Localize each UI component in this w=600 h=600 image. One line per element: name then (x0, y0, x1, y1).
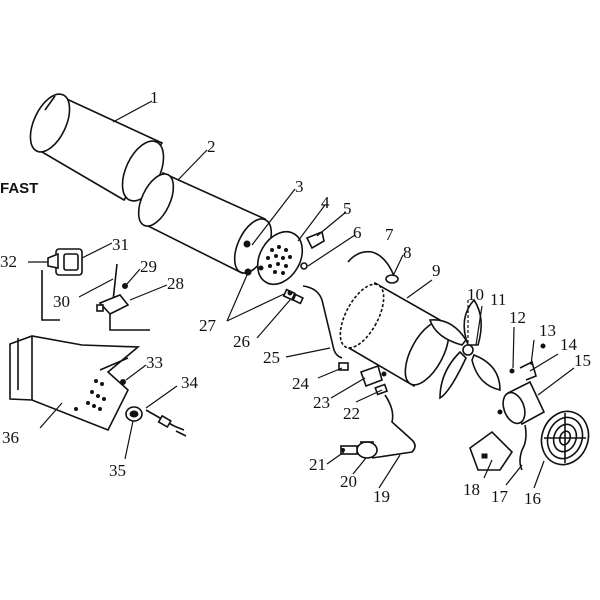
side-label: FAST (0, 180, 38, 197)
part-23-valve (359, 364, 387, 388)
callout-6: 6 (353, 223, 362, 242)
callout-16: 16 (524, 489, 541, 508)
disc-perforations (266, 245, 292, 275)
part-16-fan-guard (540, 410, 590, 466)
part-12-screw (509, 368, 515, 374)
callout-22: 22 (343, 404, 360, 423)
part-5-bracket (305, 230, 325, 250)
part-18-motor-bracket (469, 430, 514, 471)
callout-13: 13 (539, 321, 556, 340)
callout-23: 23 (313, 393, 330, 412)
part-32-knob (47, 252, 59, 269)
part-35-knob (125, 406, 143, 422)
callout-3: 3 (295, 177, 304, 196)
part-30-probe (112, 263, 118, 302)
callout-27: 27 (199, 316, 217, 335)
part-33-grommet (120, 379, 126, 385)
callout-21: 21 (309, 455, 326, 474)
part-14-clip (519, 360, 537, 381)
callout-29: 29 (140, 257, 157, 276)
part-25-gas-tube (302, 285, 343, 359)
callout-9: 9 (432, 261, 441, 280)
callout-18: 18 (463, 480, 480, 499)
part-22-fitting (374, 383, 389, 396)
part-27-screws (244, 265, 264, 276)
callout-35: 35 (109, 461, 126, 480)
callout-10: 10 (467, 285, 484, 304)
callout-25: 25 (263, 348, 280, 367)
callout-12: 12 (509, 308, 526, 327)
callout-11: 11 (490, 290, 506, 309)
part-7-strap (347, 250, 395, 277)
callout-36: 36 (2, 428, 19, 447)
part-31-switch (55, 248, 83, 276)
callout-7: 7 (385, 225, 394, 244)
part-13-screw (540, 343, 546, 349)
callout-5: 5 (343, 199, 352, 218)
part-21-fitting (340, 445, 358, 455)
callout-8: 8 (403, 243, 412, 262)
callout-19: 19 (373, 487, 390, 506)
callout-17: 17 (491, 487, 509, 506)
callout-32: 32 (0, 252, 17, 271)
part-29-screw (122, 283, 128, 289)
leader-lines (28, 100, 575, 489)
callout-31: 31 (112, 235, 129, 254)
housing-vent-holes (74, 379, 106, 411)
part-8-clip (385, 274, 399, 284)
callout-2: 2 (207, 137, 216, 156)
callout-14: 14 (560, 335, 578, 354)
part-4-perforated-disc (256, 230, 304, 286)
callout-28: 28 (167, 274, 184, 293)
callout-20: 20 (340, 472, 357, 491)
callout-15: 15 (574, 351, 591, 370)
callout-34: 34 (181, 373, 199, 392)
part-24-fitting (338, 362, 349, 371)
part-28-thermostat (96, 294, 130, 315)
control-wiring (41, 270, 150, 331)
callout-4: 4 (321, 193, 330, 212)
part-9-motor-housing (339, 281, 450, 388)
part-36-lower-housing (9, 335, 141, 432)
callout-33: 33 (146, 353, 163, 372)
part-19-hose (371, 394, 416, 459)
callout-30: 30 (53, 292, 70, 311)
callout-24: 24 (292, 374, 310, 393)
part-6-ring (300, 262, 308, 270)
part-15-motor (497, 380, 546, 451)
part-17-wire (519, 449, 523, 471)
callout-1: 1 (150, 88, 159, 107)
part-34-power-cord (145, 409, 187, 437)
callout-26: 26 (233, 332, 250, 351)
part-20-regulator (356, 441, 378, 459)
part-26-nozzle (282, 288, 304, 305)
